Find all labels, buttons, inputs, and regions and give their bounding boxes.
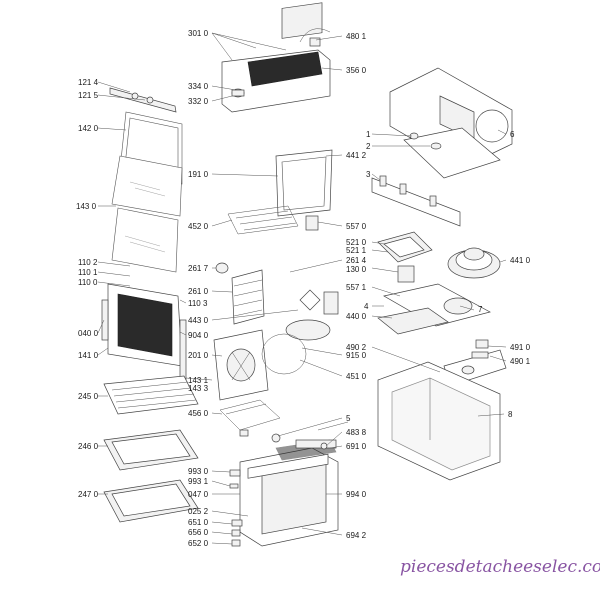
label-332-0: 332 0 (188, 97, 209, 106)
label-110-2: 110 2 (78, 258, 98, 267)
label-490-1: 490 1 (510, 357, 531, 366)
convection-fan (285, 289, 339, 341)
label-993-1: 993 1 (188, 477, 209, 486)
label-521-1: 521 1 (346, 246, 367, 255)
label-557-0: 557 0 (346, 222, 367, 231)
label-652-0: 652 0 (188, 539, 209, 548)
label-047-0: 047 0 (188, 490, 209, 499)
label-915-0: 915 0 (346, 351, 367, 360)
label-1: 1 (366, 130, 371, 139)
label-441-0: 441 0 (510, 256, 531, 265)
label-483-8: 483 8 (346, 428, 367, 437)
label-2: 2 (366, 142, 371, 151)
baking-tray-1 (103, 429, 199, 471)
label-7: 7 (478, 305, 483, 314)
label-261-4: 261 4 (346, 256, 367, 265)
hinge-and-screws (229, 469, 243, 547)
label-993-0: 993 0 (188, 467, 209, 476)
cooling-fan-duct (403, 127, 501, 179)
label-456-0: 456 0 (188, 409, 209, 418)
label-110-3: 110 3 (188, 299, 208, 308)
label-691-0: 691 0 (346, 442, 367, 451)
baking-tray-2 (103, 479, 199, 523)
label-6: 6 (510, 130, 515, 139)
label-142-0: 142 0 (78, 124, 99, 133)
side-rack (231, 269, 265, 325)
label-121-5: 121 5 (78, 91, 99, 100)
oven-cavity (239, 439, 339, 547)
label-201-0: 201 0 (188, 351, 209, 360)
leader-lines (97, 32, 507, 545)
label-994-0: 994 0 (346, 490, 367, 499)
label-3: 3 (366, 170, 371, 179)
label-443-0: 443 0 (188, 316, 209, 325)
label-440-0: 440 0 (346, 312, 367, 321)
label-521-0: 521 0 (346, 238, 367, 247)
label-191-0: 191 0 (188, 170, 209, 179)
circular-heating-element (261, 333, 307, 375)
label-8: 8 (508, 410, 513, 419)
inner-door-frame (101, 283, 187, 381)
label-301-0: 301 0 (188, 29, 209, 38)
lamp-holder (215, 262, 229, 274)
label-4: 4 (364, 302, 369, 311)
label-490-2: 490 2 (346, 343, 367, 352)
label-247-0: 247 0 (78, 490, 99, 499)
temperature-probe (271, 421, 349, 450)
wire-rack (103, 375, 199, 415)
label-356-0: 356 0 (346, 66, 367, 75)
control-panel-assembly (221, 2, 331, 113)
grill-element (227, 205, 319, 235)
label-334-0: 334 0 (188, 82, 209, 91)
inner-door-glass (111, 155, 183, 273)
label-261-7: 261 7 (188, 264, 209, 273)
label-557-1: 557 1 (346, 283, 367, 292)
interior-glass-panel (275, 149, 333, 217)
label-452-0: 452 0 (188, 222, 209, 231)
label-246-0: 246 0 (78, 442, 99, 451)
label-110-0: 110 0 (78, 278, 98, 287)
front-frame-strip (377, 307, 449, 335)
label-441-2: 441 2 (346, 151, 367, 160)
watermark-text: piecesdetacheeselec.com (400, 557, 600, 577)
label-141-0: 141 0 (78, 351, 99, 360)
label-261-0: 261 0 (188, 287, 209, 296)
door-lock-motor (397, 265, 415, 283)
rear-cover-plate (213, 329, 269, 401)
label-651-0: 651 0 (188, 518, 209, 527)
label-694-2: 694 2 (346, 531, 367, 540)
label-040-0: 040 0 (78, 329, 99, 338)
rear-bracket (371, 175, 461, 227)
label-143-1: 143 1 (188, 376, 209, 385)
bottom-heating-element (219, 399, 281, 437)
label-121-4: 121 4 (78, 78, 99, 87)
label-5: 5 (346, 414, 351, 423)
part-labels: 301 0 480 1 356 0 334 0 332 0 121 4 121 … (76, 29, 531, 548)
electronic-control-board (377, 231, 433, 263)
label-904-0: 904 0 (188, 331, 209, 340)
cooling-fan-motor (447, 247, 501, 279)
label-025-2: 025 2 (188, 507, 209, 516)
label-110-1: 110 1 (78, 268, 98, 277)
label-451-0: 451 0 (346, 372, 367, 381)
label-491-0: 491 0 (510, 343, 531, 352)
label-480-1: 480 1 (346, 32, 367, 41)
label-143-3: 143 3 (188, 384, 209, 393)
label-656-0: 656 0 (188, 528, 209, 537)
label-130-0: 130 0 (346, 265, 367, 274)
outer-oven-housing (377, 361, 501, 481)
label-143-0: 143 0 (76, 202, 97, 211)
label-245-0: 245 0 (78, 392, 99, 401)
